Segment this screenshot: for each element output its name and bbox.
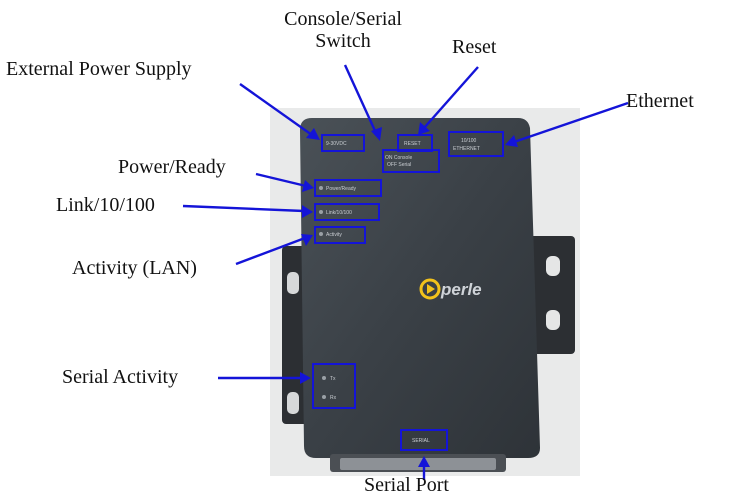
arrows — [182, 64, 629, 480]
arrow-external-power — [239, 83, 313, 136]
label-link: Link/10/100 — [326, 210, 352, 216]
arrow-link — [182, 204, 305, 213]
tx-led — [322, 376, 326, 380]
label-reset: RESET — [404, 141, 421, 147]
perle-logo: perle — [419, 278, 482, 300]
highlight-power-ready — [314, 179, 382, 197]
rx-led — [322, 395, 326, 399]
callout-serial-activity: Serial Activity — [62, 366, 179, 388]
callout-serial-port: Serial Port — [364, 474, 449, 496]
perle-logo-icon — [419, 278, 441, 300]
callout-ethernet: Ethernet — [626, 90, 694, 112]
callout-console-serial-switch: Console/Serial Switch — [284, 8, 402, 52]
highlight-serial-port — [400, 429, 448, 451]
label-power-ready: Power/Ready — [326, 186, 357, 192]
power-ready-led — [319, 186, 323, 190]
highlight-power-in — [321, 134, 365, 152]
label-activity: Activity — [326, 232, 342, 238]
callout-power-ready: Power/Ready — [118, 156, 226, 178]
serial-connector-pins — [340, 458, 496, 470]
right-mounting-bracket — [525, 236, 575, 354]
label-ethernet-speed: 10/100 — [461, 138, 477, 144]
label-switch-on: ON Console — [385, 155, 412, 161]
link-led — [319, 210, 323, 214]
callout-link: Link/10/100 — [56, 194, 155, 216]
arrow-activity — [235, 236, 306, 266]
highlight-serial-activity — [312, 363, 356, 409]
brand-name: perle — [440, 280, 482, 299]
highlight-ethernet — [448, 131, 504, 157]
label-ethernet: ETHERNET — [453, 146, 480, 152]
activity-led — [319, 232, 323, 236]
callout-external-power-supply: External Power Supply — [6, 58, 192, 80]
label-rx: Rx — [330, 395, 337, 401]
callout-reset: Reset — [452, 36, 497, 58]
arrow-power-ready — [255, 172, 307, 188]
arrow-reset — [423, 66, 479, 129]
highlight-link — [314, 203, 380, 221]
label-tx: Tx — [330, 376, 336, 382]
label-switch-off: OFF Serial — [387, 162, 411, 168]
highlight-activity — [314, 226, 366, 244]
label-power-in: 9-30VDC — [326, 141, 347, 147]
label-serial: SERIAL — [412, 438, 430, 444]
arrow-ethernet — [513, 101, 629, 144]
arrow-console-switch — [343, 64, 378, 134]
callout-activity-lan: Activity (LAN) — [72, 257, 197, 279]
highlight-reset — [397, 134, 433, 152]
